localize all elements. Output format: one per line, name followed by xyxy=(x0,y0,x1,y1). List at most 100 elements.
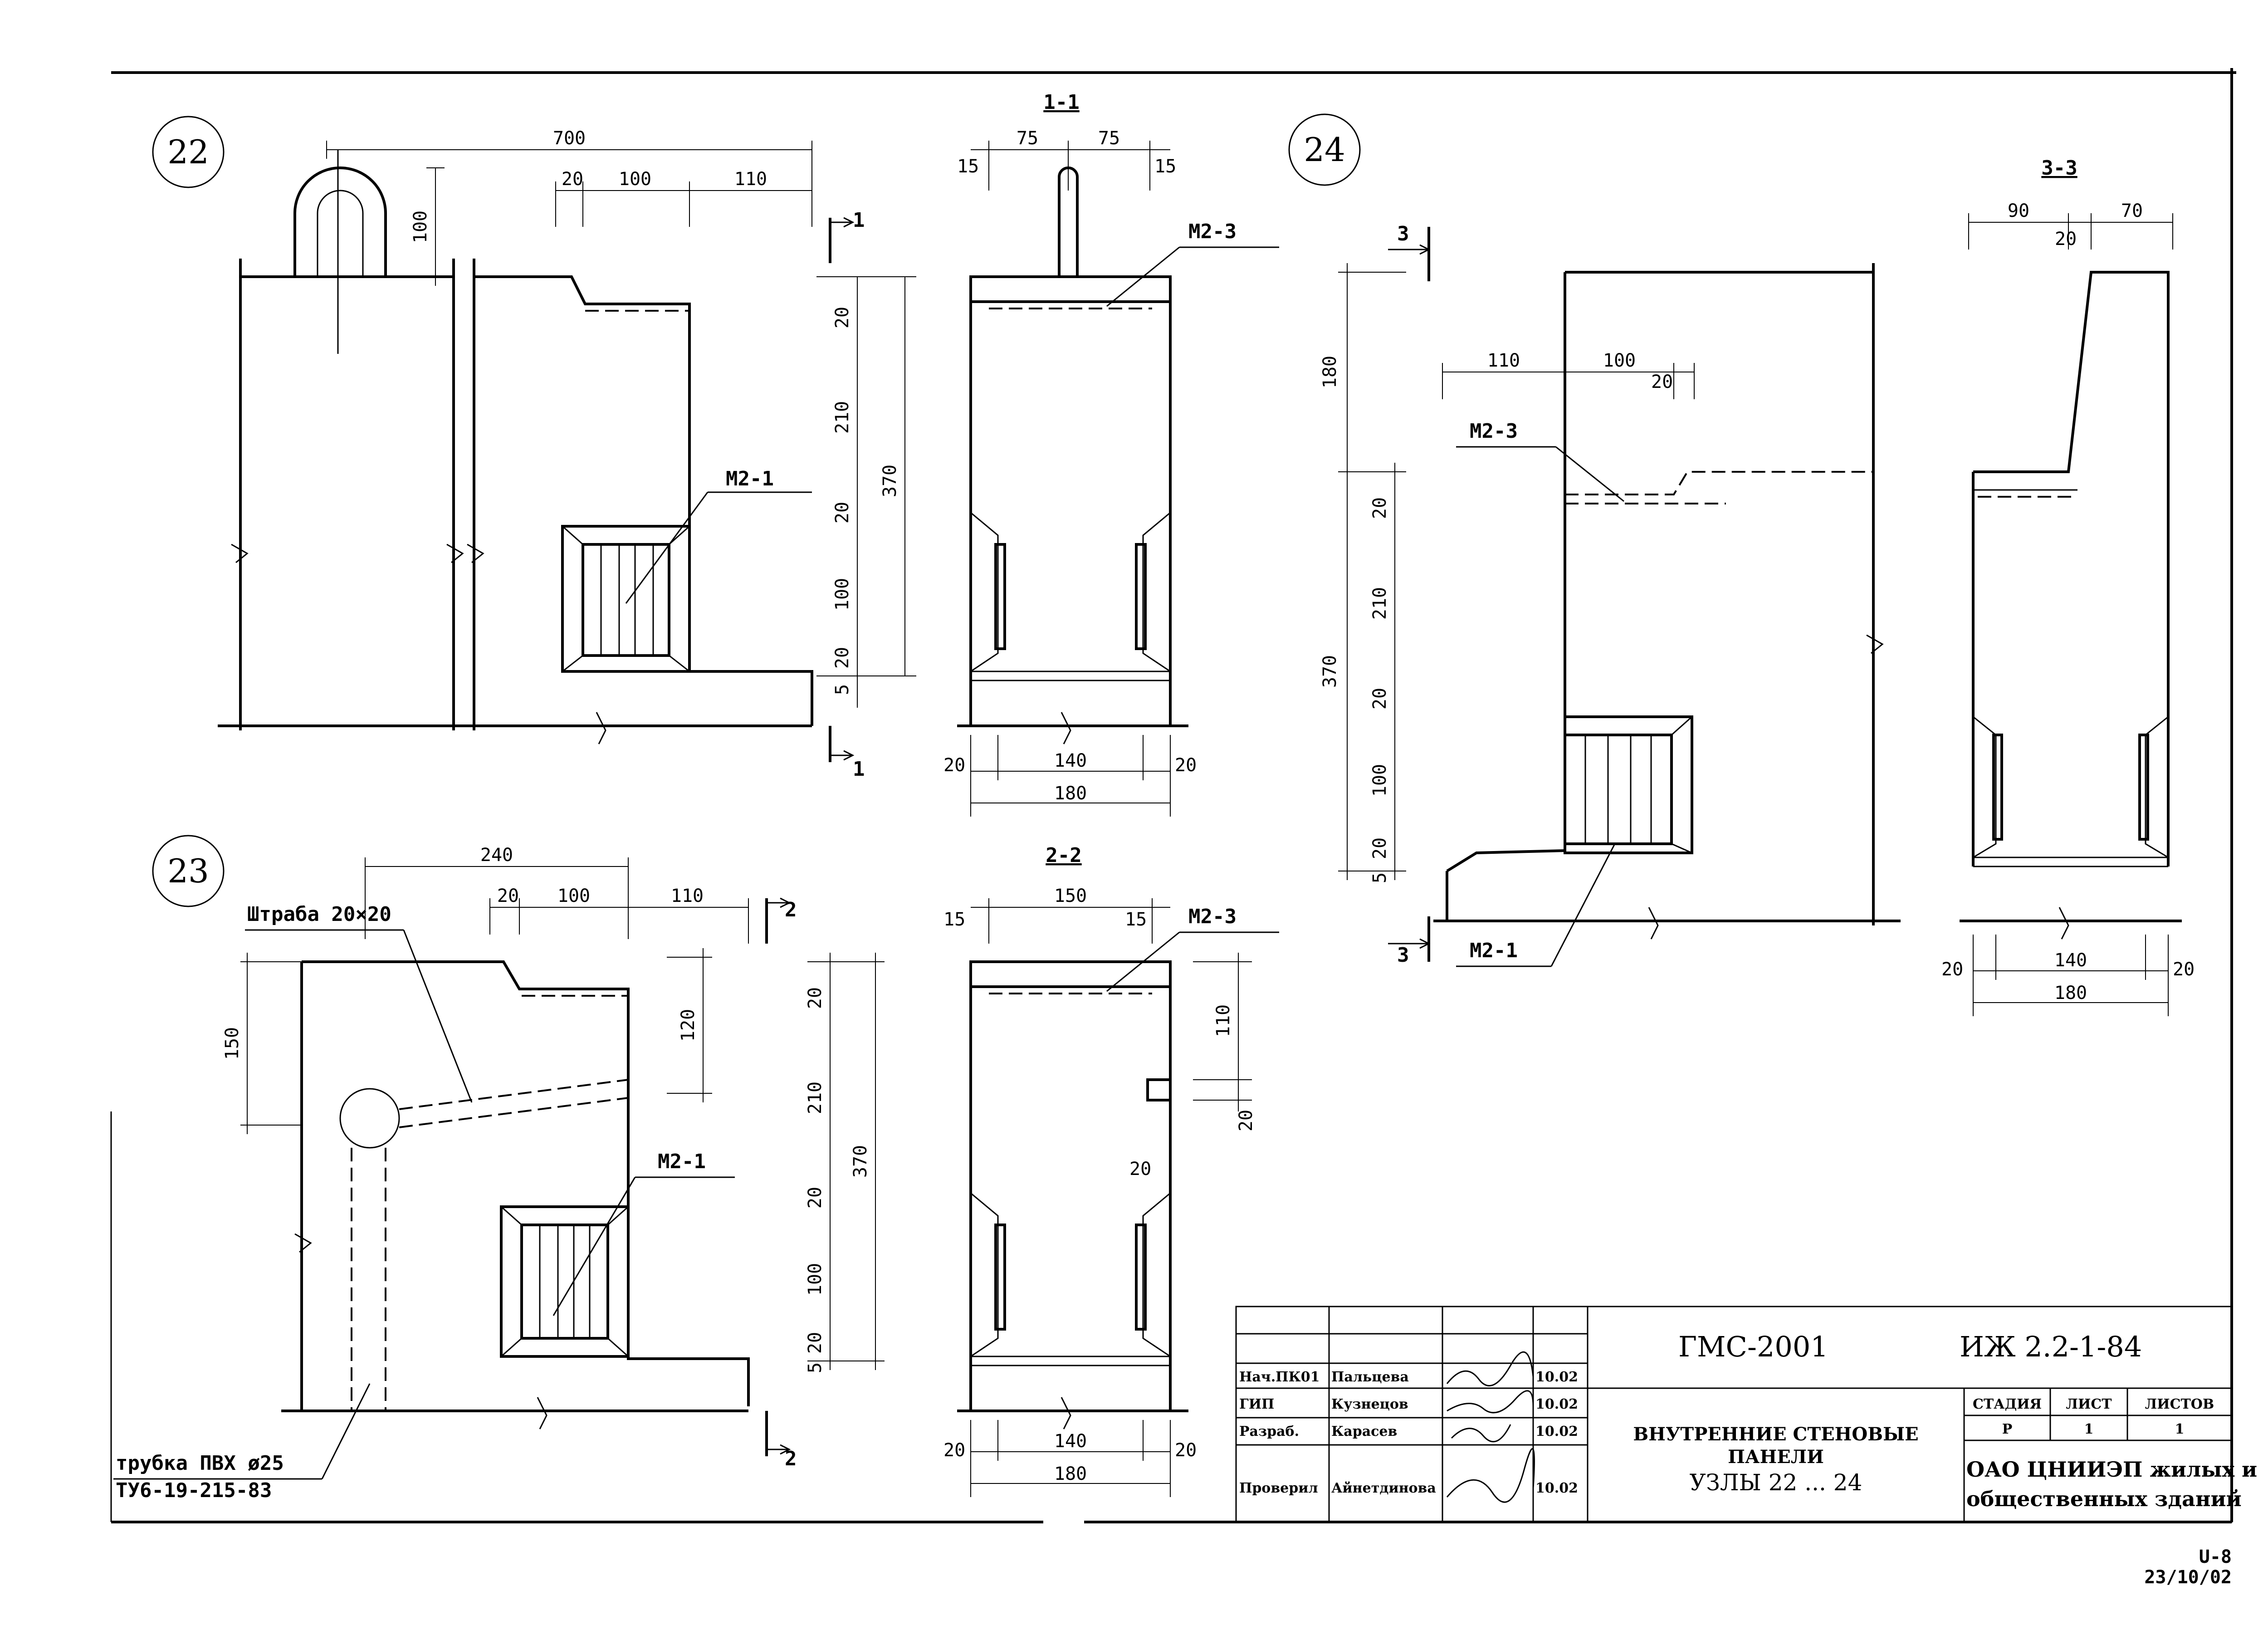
dim-20-n23: 20 xyxy=(497,886,519,906)
dim-15-b: 15 xyxy=(1154,156,1176,177)
dim-140-s33: 140 xyxy=(2054,950,2087,971)
dim-100-loop: 100 xyxy=(410,210,431,243)
label-m2-3-s22: М2-3 xyxy=(1188,905,1237,928)
dim-20-s11b: 20 xyxy=(1175,755,1197,776)
section-3-3-title: 3-3 xyxy=(2041,157,2077,180)
sheet-frame xyxy=(110,68,2236,1523)
section-3-3: 3-3 90 20 70 20 140 20 180 xyxy=(1941,157,2195,1016)
label-shtraba: Штраба 20×20 xyxy=(247,903,391,926)
dim-20: 20 xyxy=(562,169,583,190)
dim-240: 240 xyxy=(480,845,513,866)
dim-75-a: 75 xyxy=(1017,128,1038,149)
dim-100-n24v: 100 xyxy=(1369,764,1390,797)
tb-title-1: ВНУТРЕННИЕ СТЕНОВЫЕ xyxy=(1633,1424,1918,1445)
tb-stage: Р xyxy=(2002,1421,2013,1437)
dim-20-s22e: 20 xyxy=(1175,1440,1197,1461)
dim-180-s33: 180 xyxy=(2054,983,2087,1003)
dim-90: 90 xyxy=(2008,201,2029,221)
node-22-marker xyxy=(152,116,225,188)
dim-110-n23: 110 xyxy=(671,886,704,906)
dim-20-v: 20 xyxy=(832,307,853,328)
dim-110-n24: 110 xyxy=(1487,350,1520,371)
dim-15-s22b: 15 xyxy=(1125,909,1147,930)
node-23-number: 23 xyxy=(167,852,209,890)
node-24-marker xyxy=(1288,113,1361,186)
tb-stage-header: СТАДИЯ xyxy=(1973,1396,2042,1412)
dim-180-s22: 180 xyxy=(1054,1463,1087,1484)
dim-100: 100 xyxy=(619,169,651,190)
dim-370-v: 370 xyxy=(880,465,900,497)
dim-20-s22v: 20 xyxy=(1236,1110,1256,1131)
cut-1-top: 1 xyxy=(853,209,865,232)
dim-100-n24: 100 xyxy=(1603,350,1636,371)
dim-370-n23v: 370 xyxy=(850,1145,871,1178)
dim-370-n24v: 370 xyxy=(1320,655,1340,688)
tb-sheet: 1 xyxy=(2084,1421,2094,1437)
cut-1-bottom: 1 xyxy=(853,758,865,781)
dim-700: 700 xyxy=(553,128,586,149)
dim-5-n24v: 5 xyxy=(1369,872,1390,883)
tb-sheets-header: ЛИСТОВ xyxy=(2145,1396,2214,1412)
tb-date-3: 10.02 xyxy=(1535,1424,1578,1439)
tb-role-4: Проверил xyxy=(1239,1480,1318,1496)
node-23-view: 23 М2-1 Штраба 20×20 трубка ПВХ ø25 ТУ6-… xyxy=(113,835,885,1502)
section-2-2: 2-2 15 150 15 М2-3 110 20 20 xyxy=(943,844,1279,1497)
tb-name-3: Карасев xyxy=(1331,1424,1397,1439)
dim-100-n23v: 100 xyxy=(805,1263,826,1296)
dim-210-n24v: 210 xyxy=(1369,587,1390,620)
label-m2-3-node24: М2-3 xyxy=(1470,420,1518,443)
tb-org-2: общественных зданий xyxy=(1966,1487,2242,1511)
dim-20-n23v2: 20 xyxy=(805,1187,826,1209)
dim-210-n23v: 210 xyxy=(805,1082,826,1114)
dim-5-v: 5 xyxy=(832,684,853,695)
label-pipe-2: ТУ6-19-215-83 xyxy=(116,1479,272,1502)
dim-20-n23v3: 20 xyxy=(805,1332,826,1354)
dim-210-v: 210 xyxy=(832,401,853,434)
tb-date-1: 10.02 xyxy=(1535,1369,1578,1385)
title-block: Нач.ПК01 Пальцева 10.02 ГИП Кузнецов 10.… xyxy=(1235,1306,2257,1523)
signatures xyxy=(1446,1351,1535,1503)
tb-role-3: Разраб. xyxy=(1239,1424,1299,1439)
section-1-1: 1-1 15 75 75 15 М2-3 20 140 20 180 xyxy=(943,91,1279,817)
dim-5-n23v: 5 xyxy=(805,1362,826,1373)
dim-15-s22a: 15 xyxy=(943,909,965,930)
label-m2-1-node22: М2-1 xyxy=(726,467,774,490)
tb-sheet-header: ЛИСТ xyxy=(2066,1396,2112,1412)
dim-120: 120 xyxy=(678,1009,699,1042)
dim-20-s11a: 20 xyxy=(943,755,965,776)
label-m2-1-node23: М2-1 xyxy=(658,1150,706,1173)
dim-180-s11: 180 xyxy=(1054,783,1087,804)
section-2-2-title: 2-2 xyxy=(1046,844,1081,867)
tb-title-3: УЗЛЫ 22 ... 24 xyxy=(1690,1469,1862,1496)
dim-20-n24v3: 20 xyxy=(1369,837,1390,859)
dim-70: 70 xyxy=(2121,201,2143,221)
dim-20-n24v2: 20 xyxy=(1369,688,1390,710)
tb-name-4: Айнетдинова xyxy=(1331,1480,1436,1496)
footer-date: 23/10/02 xyxy=(2144,1567,2232,1588)
cut-2-bottom: 2 xyxy=(785,1447,797,1470)
cut-3-top: 3 xyxy=(1397,222,1409,245)
dim-20-v2: 20 xyxy=(832,502,853,524)
dim-20-s22c: 20 xyxy=(1129,1159,1151,1180)
dim-20-v3: 20 xyxy=(832,647,853,669)
node-22-number: 22 xyxy=(167,133,209,171)
tb-date-4: 10.02 xyxy=(1535,1480,1578,1496)
dim-100-n23: 100 xyxy=(557,886,590,906)
tb-series: ИЖ 2.2-1-84 xyxy=(1960,1330,2142,1363)
dim-20-n24v: 20 xyxy=(1369,497,1390,519)
dim-20-n24: 20 xyxy=(1651,372,1673,392)
cut-2-top: 2 xyxy=(785,898,797,921)
label-m2-1-node24: М2-1 xyxy=(1470,939,1518,962)
dim-150-s22: 150 xyxy=(1054,886,1087,906)
dim-100-v: 100 xyxy=(832,578,853,611)
node-22-view: 22 М2-1 700 xyxy=(152,116,916,781)
dim-110-s22: 110 xyxy=(1213,1004,1234,1037)
label-pipe-1: трубка ПВХ ø25 xyxy=(116,1452,284,1475)
dim-20-s33: 20 xyxy=(2055,229,2077,250)
tb-name-2: Кузнецов xyxy=(1331,1396,1408,1412)
dim-150: 150 xyxy=(222,1027,243,1060)
dim-140-s22: 140 xyxy=(1054,1431,1087,1452)
tb-date-2: 10.02 xyxy=(1535,1396,1578,1412)
dim-180-n24v: 180 xyxy=(1320,356,1340,388)
